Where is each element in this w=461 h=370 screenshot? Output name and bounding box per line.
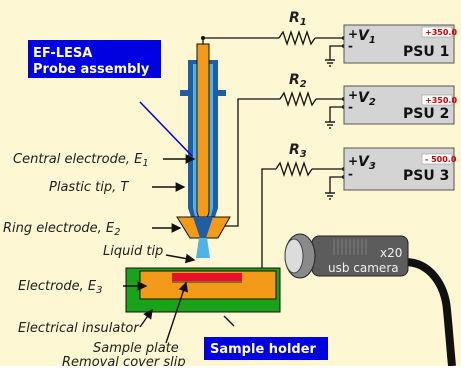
psu-2-minus: - bbox=[348, 100, 353, 114]
title-pointer bbox=[139, 101, 193, 157]
sample-holder-assembly bbox=[125, 267, 281, 313]
title-box-bg bbox=[28, 40, 161, 78]
ground-symbols bbox=[325, 59, 335, 200]
title-box: EF-LESA Probe assembly bbox=[28, 40, 193, 157]
r1-label: R1 bbox=[289, 10, 307, 28]
psu-1-plus: + bbox=[348, 27, 358, 41]
usb-camera: x20 usb camera bbox=[284, 233, 456, 367]
probe-assembly bbox=[176, 43, 231, 258]
label-removal-cover-slip: Removal cover slip bbox=[62, 355, 186, 366]
wire-psu3-ground bbox=[329, 176, 344, 193]
camera-name-label: usb camera bbox=[328, 261, 399, 275]
psu-3-plus: + bbox=[348, 154, 358, 168]
wire-psu1-ground bbox=[329, 45, 344, 60]
psu-1-label: PSU 1 bbox=[403, 44, 449, 60]
camera-lens bbox=[284, 238, 304, 274]
label-ring-electrode: Ring electrode, E2 bbox=[3, 221, 121, 238]
psu-2-label: PSU 2 bbox=[403, 106, 449, 122]
label-electrode-e3: Electrode, E3 bbox=[18, 279, 102, 296]
psu-2-voltage-label: V2 bbox=[358, 90, 376, 108]
annotation-arrows bbox=[123, 154, 235, 344]
camera-zoom-label: x20 bbox=[380, 246, 402, 260]
resistor-r2 bbox=[279, 90, 317, 108]
psu-1: + - V1 +350.0 PSU 1 bbox=[343, 24, 457, 64]
resistor-r1 bbox=[278, 29, 316, 47]
ground-icon bbox=[325, 192, 335, 200]
sample-plate bbox=[172, 273, 242, 281]
label-plastic-tip: Plastic tip, T bbox=[49, 180, 129, 195]
resistor-r3 bbox=[275, 160, 313, 178]
psu-2: + - V2 +350.0 PSU 2 bbox=[343, 85, 457, 125]
ground-icon bbox=[325, 121, 335, 129]
psu-1-voltage-label: V1 bbox=[358, 28, 376, 46]
psu-3: + - V3 - 500.0 PSU 3 bbox=[343, 147, 457, 191]
title-line-1: EF-LESA bbox=[33, 46, 92, 61]
wire-r3-left bbox=[261, 168, 276, 272]
wire-r2-left bbox=[214, 98, 280, 227]
label-central-electrode: Central electrode, E1 bbox=[13, 152, 149, 169]
r2-label: R2 bbox=[289, 72, 307, 90]
title-line-2: Probe assembly bbox=[33, 62, 150, 77]
camera-cable bbox=[404, 258, 456, 367]
ground-icon bbox=[325, 59, 335, 67]
psu-1-minus: - bbox=[348, 39, 353, 53]
psu-3-voltage-label: V3 bbox=[358, 154, 376, 172]
psu-2-display: +350.0 bbox=[425, 96, 457, 105]
psu-3-minus: - bbox=[348, 167, 353, 181]
r3-label: R3 bbox=[289, 142, 307, 160]
label-sample-plate: Sample plate bbox=[93, 341, 179, 356]
psu-1-display: +350.0 bbox=[425, 28, 457, 37]
wiring bbox=[202, 29, 344, 272]
label-electrical-insulator: Electrical insulator bbox=[18, 321, 140, 336]
psu-3-display: - 500.0 bbox=[425, 155, 457, 164]
wire-psu2-ground bbox=[329, 106, 344, 122]
psu-3-label: PSU 3 bbox=[403, 168, 449, 184]
central-electrode bbox=[196, 43, 210, 234]
psu-2-plus: + bbox=[348, 88, 358, 102]
sample-holder-box bbox=[204, 337, 328, 360]
camera-grip bbox=[333, 239, 367, 255]
sample-holder-label: Sample holder bbox=[210, 342, 317, 357]
liquid-tip bbox=[196, 238, 210, 258]
label-liquid-tip: Liquid tip bbox=[103, 244, 163, 259]
ring-inner bbox=[193, 217, 213, 238]
